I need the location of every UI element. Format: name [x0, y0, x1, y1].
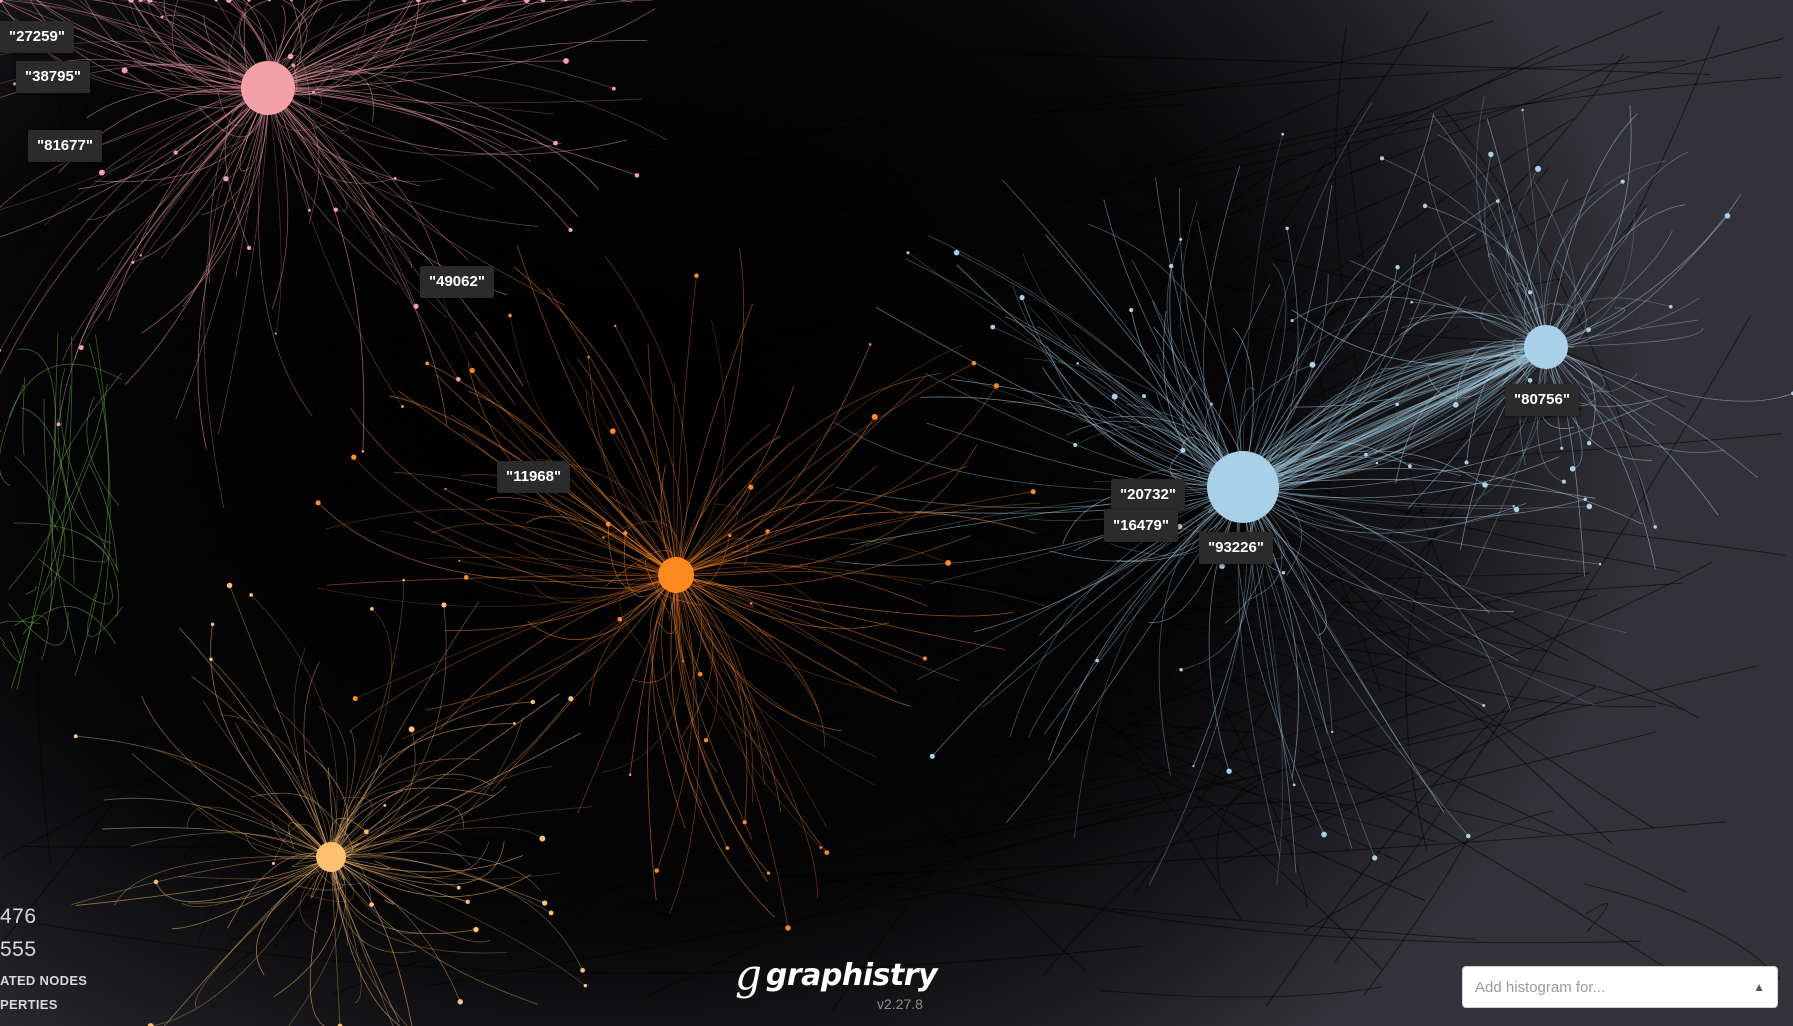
- add-histogram-placeholder: Add histogram for...: [1475, 978, 1606, 996]
- node-label[interactable]: "80756": [1505, 384, 1579, 416]
- add-histogram-select[interactable]: Add histogram for... ▲: [1462, 966, 1778, 1008]
- graphistry-g-icon: g: [735, 950, 762, 999]
- node-label[interactable]: "20732": [1111, 479, 1185, 511]
- properties-caption: PERTIES: [0, 997, 58, 1012]
- isolated-nodes-caption: ATED NODES: [0, 973, 88, 988]
- node-label[interactable]: "38795": [16, 61, 90, 93]
- node-label[interactable]: "49062": [420, 266, 494, 298]
- node-label[interactable]: "27259": [0, 21, 74, 53]
- cluster-hub-node[interactable]: [241, 61, 295, 115]
- node-label[interactable]: "11968": [497, 461, 571, 493]
- logo-wordmark: graphistry: [765, 957, 938, 993]
- edge-count: 555: [0, 938, 37, 961]
- node-label[interactable]: "16479": [1104, 510, 1178, 542]
- cluster-hub-node[interactable]: [316, 842, 346, 872]
- node-count: 476: [0, 905, 37, 928]
- cluster-hub-node[interactable]: [1524, 325, 1568, 369]
- caret-up-icon: ▲: [1753, 980, 1765, 994]
- graphistry-logo[interactable]: g graphistry: [735, 950, 938, 999]
- version-label: v2.27.8: [877, 996, 923, 1012]
- node-label[interactable]: "93226": [1199, 532, 1273, 564]
- cluster-hub-node[interactable]: [1207, 451, 1279, 523]
- cluster-hub-node[interactable]: [658, 557, 694, 593]
- node-label[interactable]: "81677": [28, 130, 102, 162]
